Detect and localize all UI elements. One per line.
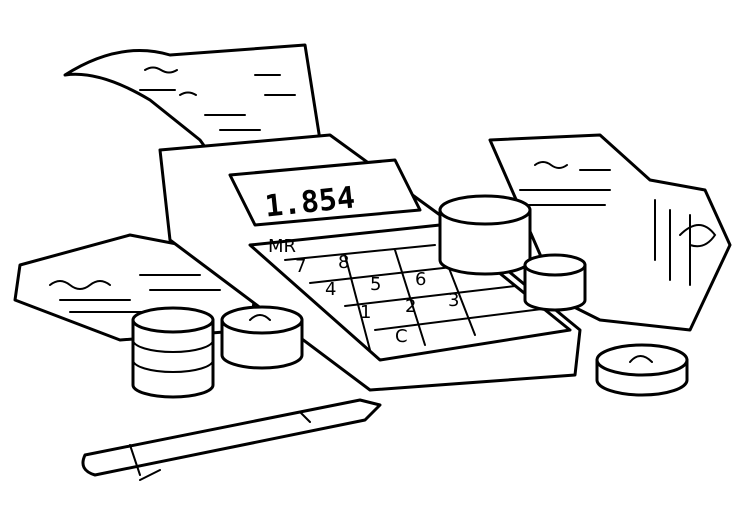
key-1: 1 [360,302,371,323]
calculator-keys: MR 7 8 4 5 6 1 2 3 C [268,236,551,351]
key-7: 7 [295,256,306,277]
coin-stack-middle [220,305,304,370]
key-4: 4 [325,279,336,300]
key-c: C [395,326,408,347]
key-3: 3 [448,290,459,311]
key-6: 6 [415,269,426,290]
key-2: 2 [405,296,416,317]
coin-stack-right [438,194,587,312]
single-coin [595,343,689,397]
coin-stack-left [131,306,215,399]
pen [81,398,382,481]
calculator: 1.854 MR 7 8 4 5 6 1 2 3 C [158,133,582,392]
key-mr: MR [268,236,296,257]
key-5: 5 [370,274,381,295]
key-8: 8 [338,252,349,273]
calculator-display [228,158,422,227]
